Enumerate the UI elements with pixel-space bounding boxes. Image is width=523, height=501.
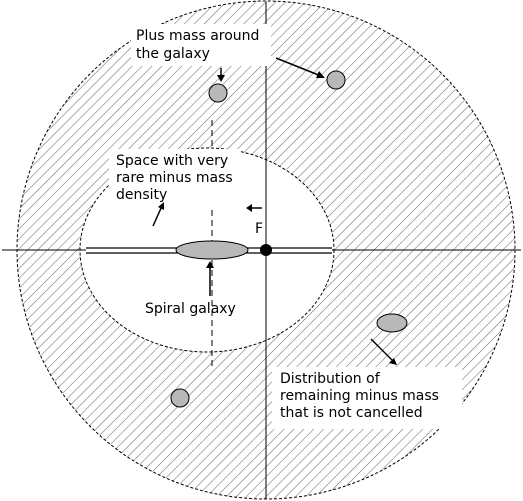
distribution-label-line2: remaining minus mass (280, 388, 439, 404)
plus-mass-blob (209, 84, 227, 102)
distribution-label-line1: Distribution of (280, 371, 381, 387)
rare-space-label-line1: Space with very (116, 153, 228, 169)
distribution-label-line3: that is not cancelled (280, 405, 423, 421)
plus-mass-label-line1: Plus mass around (136, 28, 259, 44)
spiral-galaxy-bulge (176, 241, 248, 259)
rare-space-label-line2: rare minus mass (116, 170, 233, 186)
center-point (260, 244, 272, 256)
plus-mass-blob (171, 389, 189, 407)
plus-mass-blob (377, 314, 407, 332)
spiral-galaxy-label: Spiral galaxy (145, 301, 236, 317)
plus-mass-label-line2: the galaxy (136, 46, 210, 62)
force-label: F (255, 221, 263, 237)
rare-space-label-line3: density (116, 187, 167, 203)
plus-mass-blob (327, 71, 345, 89)
